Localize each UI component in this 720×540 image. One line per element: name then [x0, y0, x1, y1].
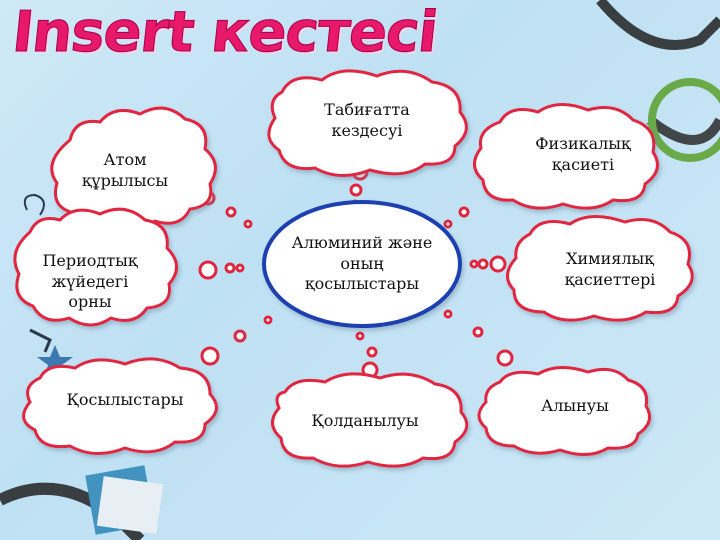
cloud-periodic	[13, 207, 178, 327]
node-usage: Қолданылуы	[311, 410, 419, 430]
center-ellipse	[262, 200, 462, 328]
cloud-obtaining	[477, 366, 652, 456]
node-periodic: Периодтық жүйедегі орны	[42, 250, 138, 312]
node-compounds: Қосылыстары	[66, 389, 184, 409]
node-chemical: Химиялық қасиеттері	[564, 249, 656, 289]
cloud-nature	[267, 69, 468, 177]
page-title: Insert кестесі	[9, 0, 441, 66]
cloud-physical	[473, 103, 659, 210]
cloud-usage	[271, 372, 469, 468]
node-obtaining: Алынуы	[541, 395, 609, 415]
node-physical: Физикалық қасиеті	[535, 134, 631, 174]
center-label: Алюминий және оның қосылыстары	[291, 232, 433, 294]
star-icon	[37, 345, 73, 378]
node-atom: Атом құрылысы	[81, 150, 169, 190]
swirl-decoration	[23, 193, 52, 353]
node-nature: Табиғатта кездесуі	[324, 100, 410, 140]
cloud-chemical	[506, 215, 694, 322]
cloud-compounds	[22, 357, 218, 455]
